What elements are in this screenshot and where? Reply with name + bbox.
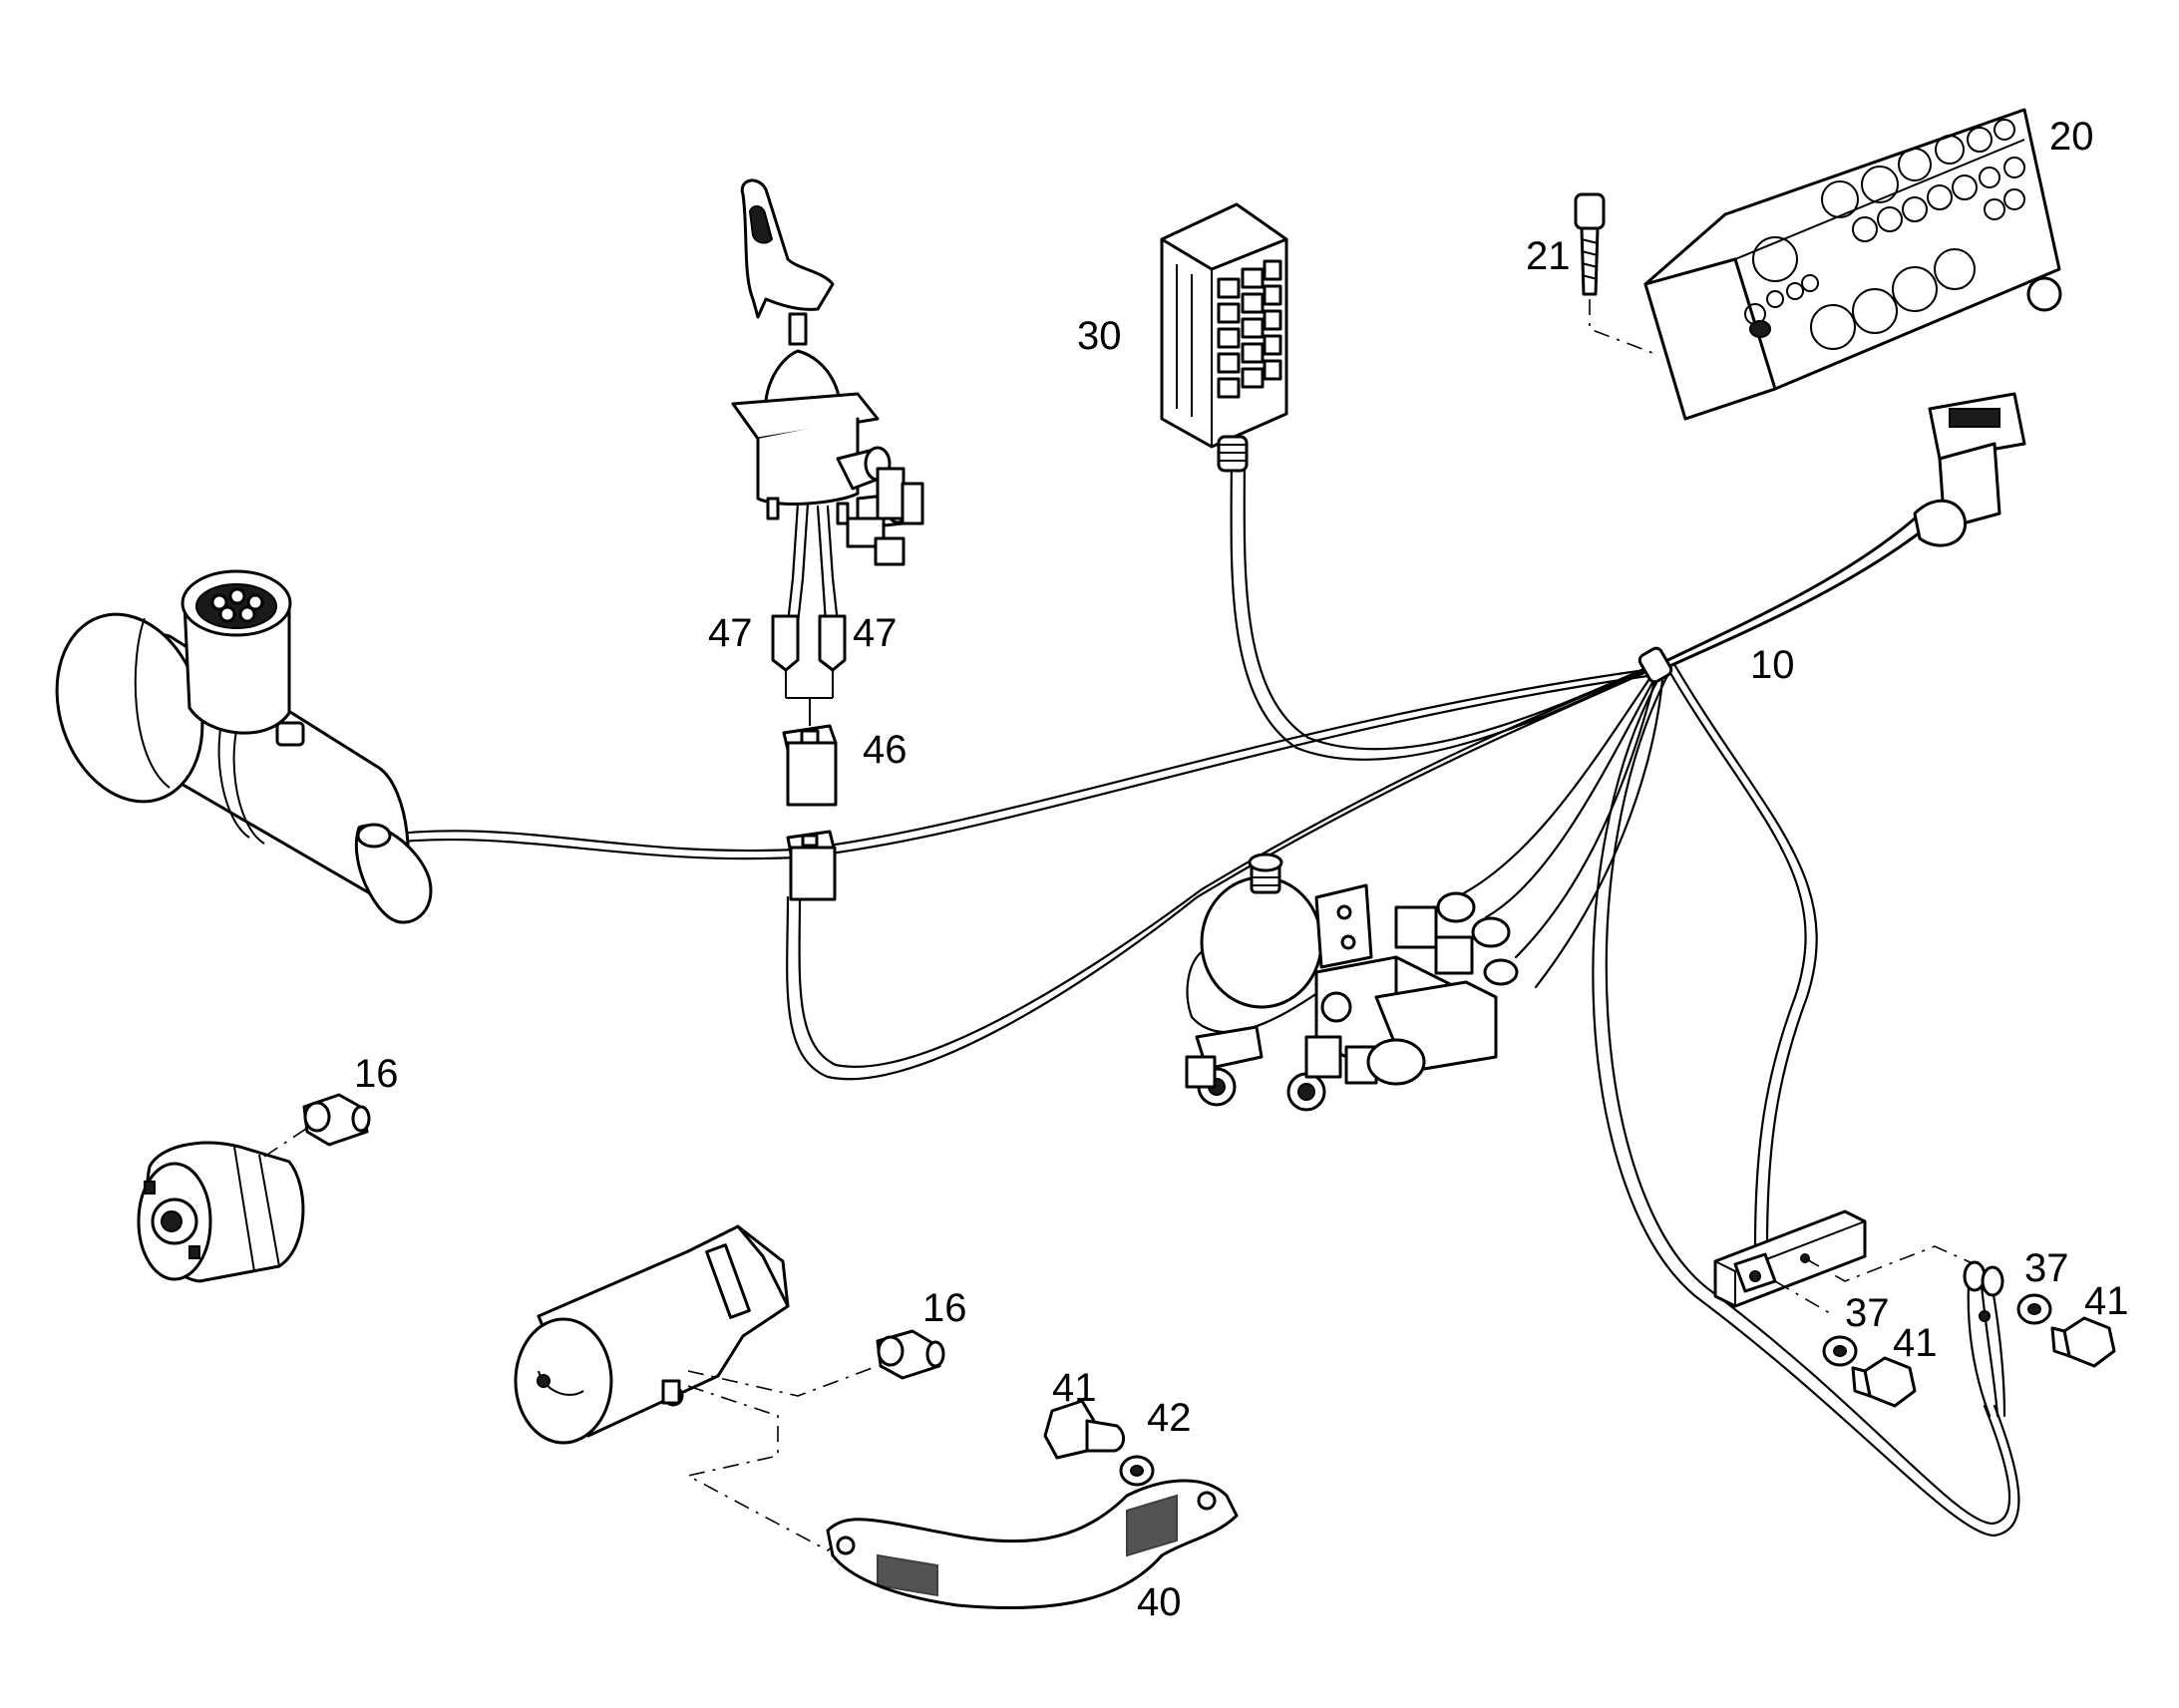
relay-box-30: [1160, 202, 1288, 473]
washer-42: [1119, 1455, 1155, 1487]
callout-labels: 20 21 30 47 47 46 10 16 16 41 42 40 37 4…: [354, 115, 2129, 1624]
connector-16-lower: [876, 1329, 945, 1380]
washer-37-left: [1822, 1335, 1858, 1367]
callout-16-lower: 16: [922, 1286, 967, 1330]
callout-30: 30: [1077, 314, 1122, 358]
washer-37-right: [2016, 1293, 2052, 1325]
wiring-harness: [377, 445, 2020, 1537]
callout-41-right: 41: [2084, 1279, 2129, 1323]
callout-37-right: 37: [2024, 1246, 2069, 1290]
callout-42: 42: [1147, 1396, 1192, 1440]
bolt-41-bottom: [1043, 1399, 1125, 1460]
callout-37-left: 37: [1845, 1291, 1890, 1335]
instrument-panel-20: [1643, 108, 2062, 547]
callout-40: 40: [1137, 1580, 1182, 1624]
callout-21: 21: [1526, 234, 1571, 278]
ground-strap-40: [826, 1479, 1239, 1610]
connector-46: [782, 724, 838, 901]
joystick-valve: [731, 178, 924, 625]
air-filter: [55, 569, 433, 924]
callout-41-bottom: 41: [1052, 1366, 1097, 1410]
callout-47-left: 47: [708, 611, 753, 655]
callout-47-right: 47: [853, 611, 898, 655]
bolt-41-right: [2050, 1316, 2116, 1368]
bolt-41-middle: [1851, 1356, 1917, 1408]
connector-47-right: [818, 614, 847, 698]
connector-47-left: [771, 614, 800, 698]
callout-41-middle: 41: [1893, 1321, 1938, 1365]
callout-46: 46: [863, 728, 908, 772]
screw-21: [1574, 192, 1656, 355]
callout-20: 20: [2049, 115, 2094, 159]
valve-block: [1185, 853, 1519, 1112]
alternator: [137, 1126, 310, 1283]
callout-10: 10: [1750, 643, 1795, 687]
ground-bracket: [1713, 1209, 1976, 1317]
callout-16-upper: 16: [354, 1052, 399, 1096]
connector-16-upper: [302, 1093, 371, 1147]
starter-motor: [514, 1224, 879, 1551]
cable-lugs: [1963, 1260, 2006, 1418]
